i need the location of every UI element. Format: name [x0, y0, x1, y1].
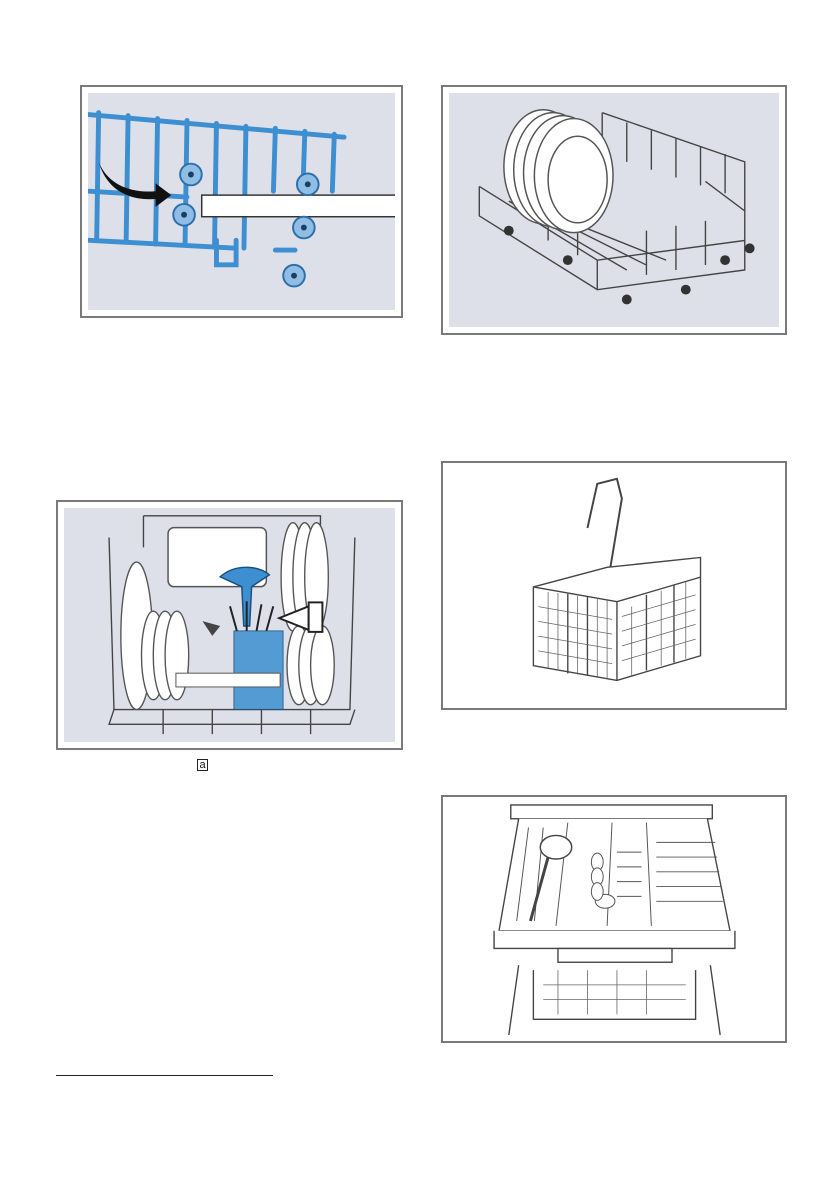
plates-rack-illustration: [449, 93, 779, 327]
illustration-panel: [449, 93, 779, 327]
callout-label-a: a: [197, 759, 208, 771]
figure-loaded-lower-rack: [56, 500, 403, 750]
figure-cutlery-drawer: [441, 795, 787, 1043]
illustration-panel: [449, 803, 779, 1035]
figure-rack-rollers: [80, 85, 403, 318]
illustration-panel: [64, 508, 395, 742]
rack-roller-illustration: [88, 93, 395, 310]
figure-cutlery-basket: [441, 461, 787, 710]
illustration-panel: [449, 469, 779, 702]
cutlery-basket-illustration: [449, 469, 779, 702]
illustration-panel: [88, 93, 395, 310]
figure-plates-rack: [441, 85, 787, 335]
loaded-rack-illustration: [64, 508, 395, 742]
footnote-rule: [56, 1075, 273, 1076]
cutlery-drawer-illustration: [449, 803, 779, 1035]
